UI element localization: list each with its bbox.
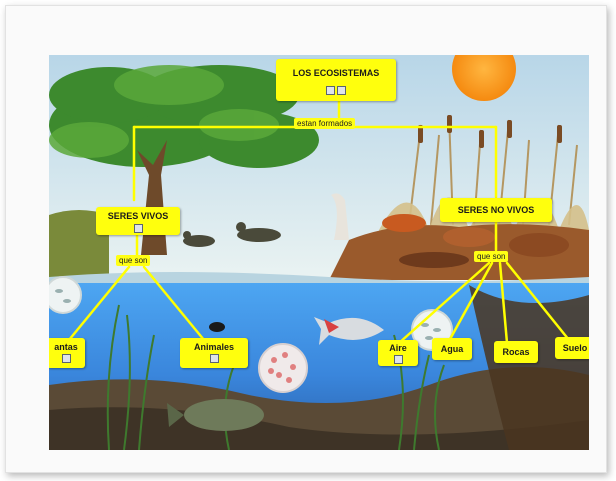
document-icon[interactable] xyxy=(62,354,71,363)
document-icon[interactable] xyxy=(326,86,335,95)
node-plantas[interactable]: antas xyxy=(49,338,85,368)
node-aire-label: Aire xyxy=(378,342,418,354)
document-icon[interactable] xyxy=(210,354,219,363)
link-label-que-son-left: que son xyxy=(116,255,150,266)
root-node-icons xyxy=(276,85,396,95)
document-icon[interactable] xyxy=(394,355,403,364)
ecosystem-concept-map: LOS ECOSISTEMAS estan formados SERES VIV… xyxy=(49,55,589,450)
link-label-estan-formados: estan formados xyxy=(294,118,355,129)
document-icon[interactable] xyxy=(134,224,143,233)
node-suelo-label: Suelo xyxy=(555,337,589,359)
node-animales[interactable]: Animales xyxy=(180,338,248,368)
node-seres-vivos-label: SERES VIVOS xyxy=(96,210,180,222)
node-suelo[interactable]: Suelo xyxy=(555,337,589,359)
node-seres-no-vivos[interactable]: SERES NO VIVOS xyxy=(440,198,552,222)
root-node-ecosystems[interactable]: LOS ECOSISTEMAS xyxy=(276,59,396,101)
node-agua[interactable]: Agua xyxy=(432,338,472,360)
root-node-label: LOS ECOSISTEMAS xyxy=(276,67,396,79)
link-label-que-son-right: que son xyxy=(474,251,508,262)
node-agua-label: Agua xyxy=(432,338,472,360)
node-seres-no-vivos-label: SERES NO VIVOS xyxy=(440,198,552,222)
node-plantas-label: antas xyxy=(49,341,85,353)
node-aire[interactable]: Aire xyxy=(378,340,418,366)
node-seres-vivos[interactable]: SERES VIVOS xyxy=(96,207,180,235)
node-rocas-label: Rocas xyxy=(494,341,538,363)
map-icon[interactable] xyxy=(337,86,346,95)
image-frame: LOS ECOSISTEMAS estan formados SERES VIV… xyxy=(5,5,607,473)
node-animales-label: Animales xyxy=(180,341,248,353)
node-rocas[interactable]: Rocas xyxy=(494,341,538,363)
